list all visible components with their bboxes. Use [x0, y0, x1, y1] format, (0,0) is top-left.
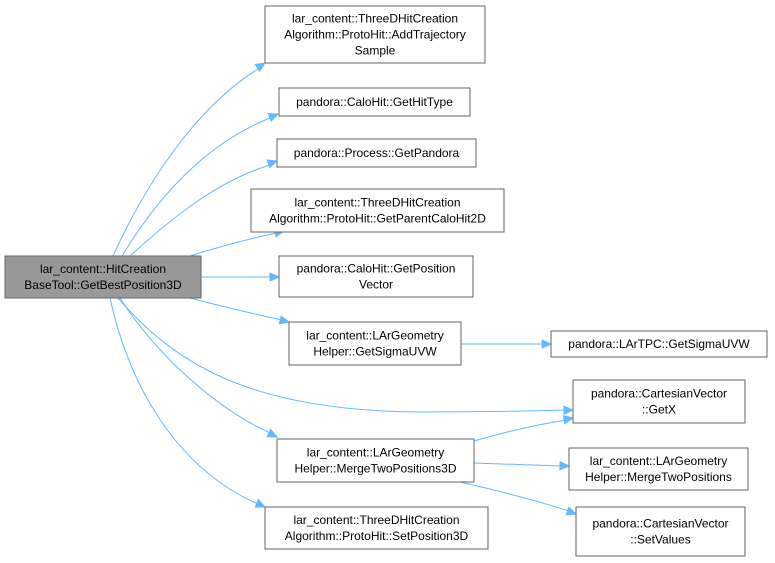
arrowhead-icon: [541, 339, 553, 349]
node-box: [575, 506, 746, 557]
edge-line: [473, 462, 563, 467]
node-label-line: lar_content::HitCreation: [40, 262, 166, 276]
edge-root-to-n5: [201, 272, 281, 282]
node-label-line: lar_content::ThreeDHitCreation: [292, 12, 458, 26]
node-label-line: pandora::Process::GetPandora: [294, 146, 460, 160]
node-label-line: ::GetX: [642, 403, 676, 417]
node-label-line: ::SetValues: [630, 533, 690, 547]
node-box: [568, 447, 749, 491]
arrowhead-icon: [266, 159, 279, 169]
node-label-line: pandora::CartesianVector: [591, 387, 727, 401]
node-label-line: Helper::MergeTwoPositions: [585, 470, 732, 484]
edge-line: [473, 419, 567, 442]
node-box: [278, 255, 474, 298]
arrowhead-icon: [562, 415, 575, 425]
node-box: [550, 330, 768, 358]
edge-line: [117, 297, 567, 413]
edge-n9-to-n8: [473, 415, 575, 442]
edge-root-to-n1: [112, 62, 267, 257]
function-node[interactable]: lar_content::LArGeometryHelper::MergeTwo…: [276, 438, 475, 483]
function-node[interactable]: lar_content::ThreeDHitCreationAlgorithm:…: [250, 188, 505, 233]
edge-root-to-n9: [119, 297, 279, 438]
edge-line: [459, 481, 570, 512]
node-label-line: pandora::CaloHit::GetPosition: [297, 262, 456, 276]
edge-root-to-n2: [121, 113, 280, 257]
root-function-node[interactable]: lar_content::HitCreationBaseTool::GetBes…: [4, 255, 202, 299]
node-label-line: pandora::CaloHit::GetHitType: [296, 95, 453, 109]
node-label-line: pandora::LArTPC::GetSigmaUVW: [568, 337, 750, 351]
edge-line: [121, 117, 271, 257]
edge-line: [119, 297, 271, 434]
arrowhead-icon: [559, 461, 571, 471]
node-box: [276, 138, 477, 168]
node-label-line: lar_content::ThreeDHitCreation: [294, 196, 460, 210]
arrowhead-icon: [565, 506, 578, 516]
node-box: [264, 5, 486, 64]
node-box: [278, 87, 471, 117]
node-label-line: Algorithm::ProtoHit::SetPosition3D: [285, 529, 469, 543]
node-label-line: Vector: [359, 278, 393, 292]
node-label-line: pandora::CartesianVector: [592, 517, 728, 531]
node-label-line: lar_content::ThreeDHitCreation: [293, 513, 459, 527]
arrowhead-icon: [254, 498, 267, 508]
node-label-line: BaseTool::GetBestPosition3D: [24, 278, 182, 292]
nodes-layer: lar_content::HitCreationBaseTool::GetBes…: [4, 5, 768, 557]
edge-line: [189, 297, 283, 321]
function-node[interactable]: lar_content::LArGeometryHelper::MergeTwo…: [568, 447, 749, 491]
arrowhead-icon: [266, 428, 279, 438]
arrowhead-icon: [278, 315, 291, 325]
node-box: [4, 255, 202, 299]
node-label-line: lar_content::LArGeometry: [307, 446, 444, 460]
edge-line: [109, 297, 259, 505]
edge-line: [189, 232, 277, 257]
edge-root-to-n4: [189, 228, 286, 257]
arrowhead-icon: [563, 405, 575, 415]
edge-n6-to-n7: [460, 339, 553, 349]
function-node[interactable]: lar_content::ThreeDHitCreationAlgorithm:…: [264, 506, 489, 550]
edge-n9-to-n11: [459, 481, 578, 516]
node-label-line: Helper::MergeTwoPositions3D: [294, 462, 456, 476]
edge-root-to-n8: [117, 297, 575, 415]
node-box: [264, 506, 489, 550]
node-label-line: Algorithm::ProtoHit::GetParentCaloHit2D: [269, 212, 486, 226]
function-node[interactable]: pandora::CaloHit::GetHitType: [278, 87, 471, 117]
edge-n9-to-n10: [473, 461, 571, 471]
node-label-line: Sample: [355, 44, 396, 58]
function-node[interactable]: pandora::LArTPC::GetSigmaUVW: [550, 330, 768, 358]
arrowhead-icon: [269, 272, 281, 282]
function-node[interactable]: pandora::CartesianVector::GetX: [572, 379, 746, 424]
node-box: [288, 321, 462, 366]
edge-line: [112, 68, 259, 257]
node-box: [276, 438, 475, 483]
node-label-line: Helper::GetSigmaUVW: [313, 345, 437, 359]
node-label-line: Algorithm::ProtoHit::AddTrajectory: [284, 28, 466, 42]
node-box: [572, 379, 746, 424]
arrowhead-icon: [267, 113, 280, 123]
function-node[interactable]: lar_content::LArGeometryHelper::GetSigma…: [288, 321, 462, 366]
edge-root-to-n12: [109, 297, 267, 508]
node-box: [250, 188, 505, 233]
node-label-line: lar_content::LArGeometry: [590, 454, 727, 468]
function-node[interactable]: pandora::Process::GetPandora: [276, 138, 477, 168]
function-node[interactable]: pandora::CartesianVector::SetValues: [575, 506, 746, 557]
edge-root-to-n6: [189, 297, 291, 325]
arrowhead-icon: [254, 62, 267, 73]
function-node[interactable]: lar_content::ThreeDHitCreationAlgorithm:…: [264, 5, 486, 64]
edge-line: [129, 164, 271, 257]
node-label-line: lar_content::LArGeometry: [306, 329, 443, 343]
edge-root-to-n3: [129, 159, 279, 257]
